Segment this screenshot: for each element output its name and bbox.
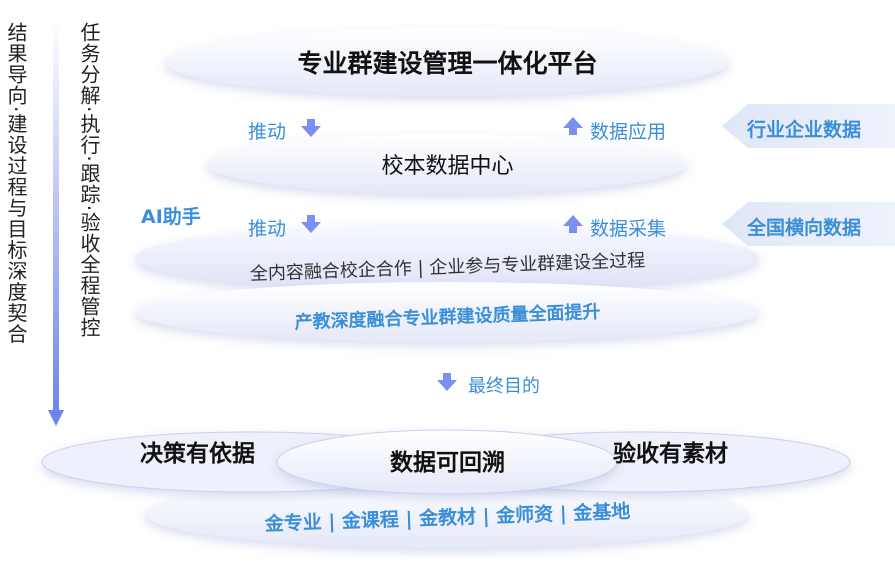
trace-label: 数据可回溯 xyxy=(390,450,505,476)
national-data-label: 全国横向数据 xyxy=(747,217,862,239)
base-center-ellipse xyxy=(276,429,618,495)
down-arrow-icon-1 xyxy=(301,119,321,137)
left-column-result-oriented: 结果导向·建设过程与目标深度契合 xyxy=(4,22,28,345)
final-goal-label: 最终目的 xyxy=(468,376,540,397)
industry-data-label: 行业企业数据 xyxy=(747,119,862,141)
ai-assistant-label: AI助手 xyxy=(141,206,201,228)
progress-vertical-bar xyxy=(53,20,59,412)
progress-arrow-head xyxy=(48,410,64,426)
down-arrow-icon-final xyxy=(437,373,457,391)
data-center-ellipse xyxy=(207,134,687,194)
acceptance-label: 验收有素材 xyxy=(613,441,728,467)
gold-ellipse xyxy=(145,480,749,548)
process-ellipse xyxy=(135,224,759,292)
left-column-task-control: 任务分解·执行·跟踪·验收全程管控 xyxy=(77,22,101,339)
push-label-2: 推动 xyxy=(248,218,287,240)
up-arrow-icon-1 xyxy=(563,117,583,135)
industry-data-arrow-shape xyxy=(722,104,895,148)
data-collect-label: 数据采集 xyxy=(590,218,667,240)
push-label-1: 推动 xyxy=(248,121,287,143)
national-data-arrow-shape xyxy=(722,202,895,246)
platform-title: 专业群建设管理一体化平台 xyxy=(297,49,598,78)
data-apply-label: 数据应用 xyxy=(590,121,667,143)
decision-label: 决策有依据 xyxy=(140,441,255,467)
upgrade-ellipse xyxy=(135,282,759,342)
data-center-title: 校本数据中心 xyxy=(381,154,514,179)
down-arrow-icon-2 xyxy=(301,215,321,233)
up-arrow-icon-2 xyxy=(563,215,583,233)
platform-ellipse xyxy=(165,28,729,96)
